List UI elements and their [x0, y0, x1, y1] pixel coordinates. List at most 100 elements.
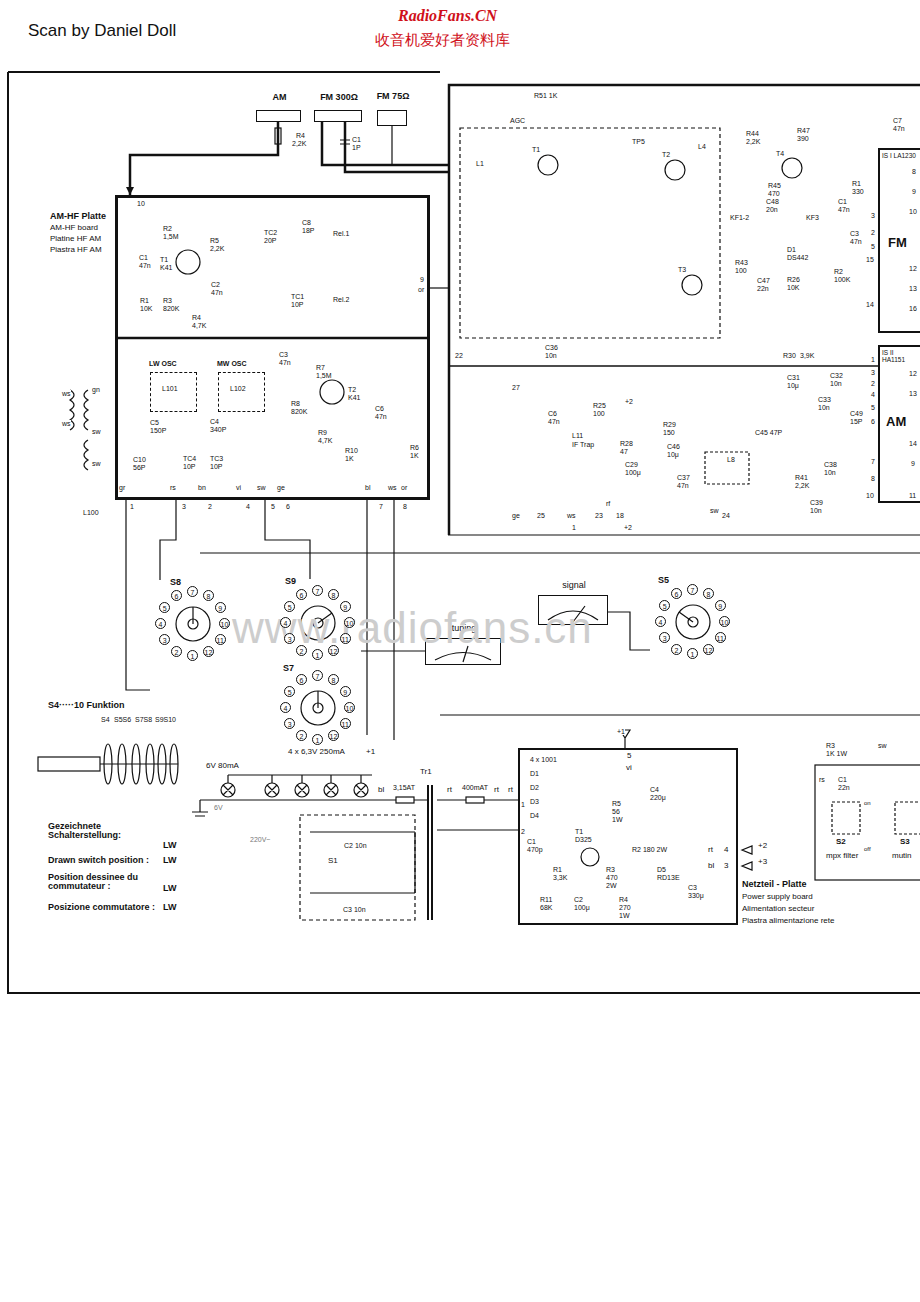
pin-label: 22: [455, 352, 463, 359]
antenna-terminal: FM 75Ω: [377, 110, 407, 126]
legend-note: Gezeichnete Schalterstellung:: [48, 822, 160, 841]
node-text: AM-HF board: [50, 224, 98, 233]
component-label: D2: [530, 784, 539, 791]
component-label: T4: [776, 150, 784, 157]
switch-position: 8: [328, 589, 339, 600]
node-text: mutin: [892, 852, 912, 861]
component-label: off: [864, 846, 871, 852]
component-label: 100: [735, 267, 747, 274]
component-label: 1K 1W: [826, 750, 847, 757]
component-label: R45: [768, 182, 781, 189]
legend-note: LW: [163, 856, 177, 865]
component-label: 390: [797, 135, 809, 142]
switch-position: 3: [659, 632, 670, 643]
component-label: T1: [575, 828, 583, 835]
component-label: C10: [133, 456, 146, 463]
node-text: FM 300Ω: [307, 93, 371, 103]
component-label: DS442: [787, 254, 808, 261]
component-label: 10K: [140, 305, 152, 312]
component-label: R2 180 2W: [632, 846, 667, 853]
component-label: C6: [548, 410, 557, 417]
pin-label: 12: [909, 265, 917, 272]
pin-label: sw: [710, 507, 719, 514]
component-label: 22n: [838, 784, 850, 791]
component-label: 10μ: [667, 451, 679, 458]
node-text: S2: [836, 838, 846, 847]
switch-position: 12: [328, 730, 339, 741]
component-label: Tr1: [420, 768, 432, 776]
component-label: sw: [92, 460, 101, 467]
pin-label: 1: [572, 524, 576, 531]
node-text: S7: [283, 664, 294, 674]
component-label: C2: [574, 896, 583, 903]
switch-position: 1: [187, 650, 198, 661]
legend-note: LW: [163, 841, 177, 850]
component-label: TC3: [210, 455, 223, 462]
pin-label: 8: [912, 168, 916, 175]
pin-label: 18: [616, 512, 624, 519]
switch-position: 1: [312, 649, 323, 660]
pin-label: 13: [909, 390, 917, 397]
node-text: FM 75Ω: [366, 92, 420, 102]
component-label: K41: [348, 394, 360, 401]
pin-label: ge: [512, 512, 520, 519]
component-label: 3,15AT: [393, 784, 415, 791]
node-text: Alimentation secteur: [742, 905, 814, 914]
component-label: 1K: [345, 455, 354, 462]
switch-position: 6: [171, 590, 182, 601]
component-label: 270: [619, 904, 631, 911]
component-label: rt: [494, 786, 499, 794]
antenna-terminal: FM 300Ω: [314, 110, 362, 122]
ic-box: IS II HA1151AM: [878, 345, 920, 503]
pin-label: 6: [871, 418, 875, 425]
site-header: RadioFans.CN: [398, 8, 497, 25]
component-label: 470: [768, 190, 780, 197]
pin-label: 7: [871, 458, 875, 465]
component-label: C6: [375, 405, 384, 412]
component-label: 10μ: [787, 382, 799, 389]
switch-position: 12: [328, 645, 339, 656]
component-label: T1: [160, 256, 168, 263]
component-label: 10n: [824, 469, 836, 476]
component-label: R51 1K: [534, 92, 557, 99]
pin-label: 23: [595, 512, 603, 519]
node-text: AM: [253, 93, 306, 103]
component-label: C1: [838, 198, 847, 205]
component-label: 10P: [210, 463, 222, 470]
component-label: 5: [627, 752, 631, 760]
pin-label: 4: [871, 391, 875, 398]
component-label: C2 10n: [344, 842, 367, 849]
component-label: L101: [162, 385, 178, 392]
component-label: 6V 80mA: [206, 762, 239, 770]
pin-label: sw: [257, 484, 266, 491]
component-label: 150P: [150, 427, 166, 434]
component-label: 47: [620, 448, 628, 455]
component-label: L4: [698, 143, 706, 150]
component-label: 100K: [834, 276, 850, 283]
component-label: TC2: [264, 229, 277, 236]
component-label: 1: [521, 801, 525, 808]
component-label: 10P: [291, 301, 303, 308]
pin-label: 25: [537, 512, 545, 519]
component-label: 56: [612, 808, 620, 815]
component-label: rt: [508, 786, 513, 794]
pin-label: rf: [606, 500, 610, 507]
switch-position: 1: [687, 648, 698, 659]
component-label: KF3: [806, 214, 819, 221]
component-label: 340P: [210, 426, 226, 433]
switch-position: 4: [280, 617, 291, 628]
pin-label: 9: [911, 460, 915, 467]
component-label: C3: [850, 230, 859, 237]
pin-label: 13: [909, 285, 917, 292]
pin-label: 8: [871, 475, 875, 482]
component-label: 10n: [818, 404, 830, 411]
node-text: S9: [285, 577, 296, 587]
component-label: RD13E: [657, 874, 680, 881]
legend-note: S7S8: [135, 716, 152, 723]
component-label: R28: [620, 440, 633, 447]
component-label: 220V~: [250, 836, 270, 843]
component-label: 10n: [830, 380, 842, 387]
component-label: R2: [834, 268, 843, 275]
switch-position: 7: [312, 585, 323, 596]
pin-label: 3: [182, 503, 186, 510]
